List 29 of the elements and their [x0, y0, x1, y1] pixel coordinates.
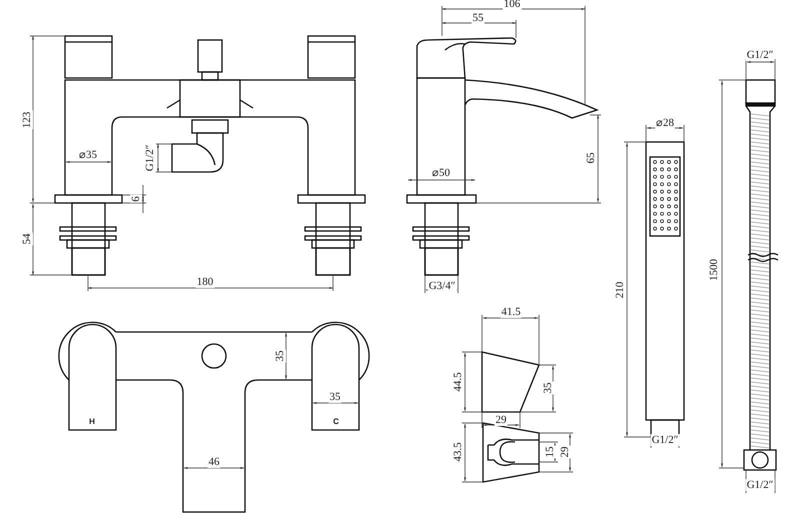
dimension-label: 210	[614, 280, 626, 300]
dimension-label: 35	[274, 350, 286, 362]
dimension-label: 54	[21, 232, 33, 246]
dimension-label: 180	[196, 276, 214, 288]
dimension-label: 65	[585, 152, 597, 164]
dimension-label: 29	[494, 414, 508, 426]
dimension-label: 43.5	[452, 441, 464, 463]
handle-marking: C	[332, 416, 340, 428]
dimension-label: 29	[559, 446, 571, 458]
dimension-label: 35	[328, 391, 342, 403]
handle-marking: H	[88, 416, 96, 428]
dimension-label: ⌀35	[78, 149, 98, 161]
thread-size-label: G1/2″	[746, 49, 774, 61]
dimension-label: 44.5	[452, 371, 464, 393]
dimension-label: 106	[502, 0, 522, 10]
dimension-label: 1500	[708, 258, 720, 282]
thread-size-label: G1/2″	[144, 144, 156, 172]
dimension-label: 35	[542, 382, 554, 394]
thread-size-label: G1/2″	[650, 434, 680, 446]
dimension-label: ⌀28	[655, 117, 675, 129]
thread-size-label: G1/2″	[746, 479, 774, 491]
dimension-label: 55	[472, 12, 484, 24]
dimension-label: 123	[21, 110, 33, 130]
thread-size-label: G3/4″	[428, 280, 456, 292]
dimension-label: 46	[208, 456, 220, 468]
dimension-label: 41.5	[500, 306, 522, 318]
dimension-label: ⌀50	[431, 167, 451, 179]
dimension-label: 6	[130, 195, 142, 203]
dimension-label: 15	[544, 446, 556, 458]
